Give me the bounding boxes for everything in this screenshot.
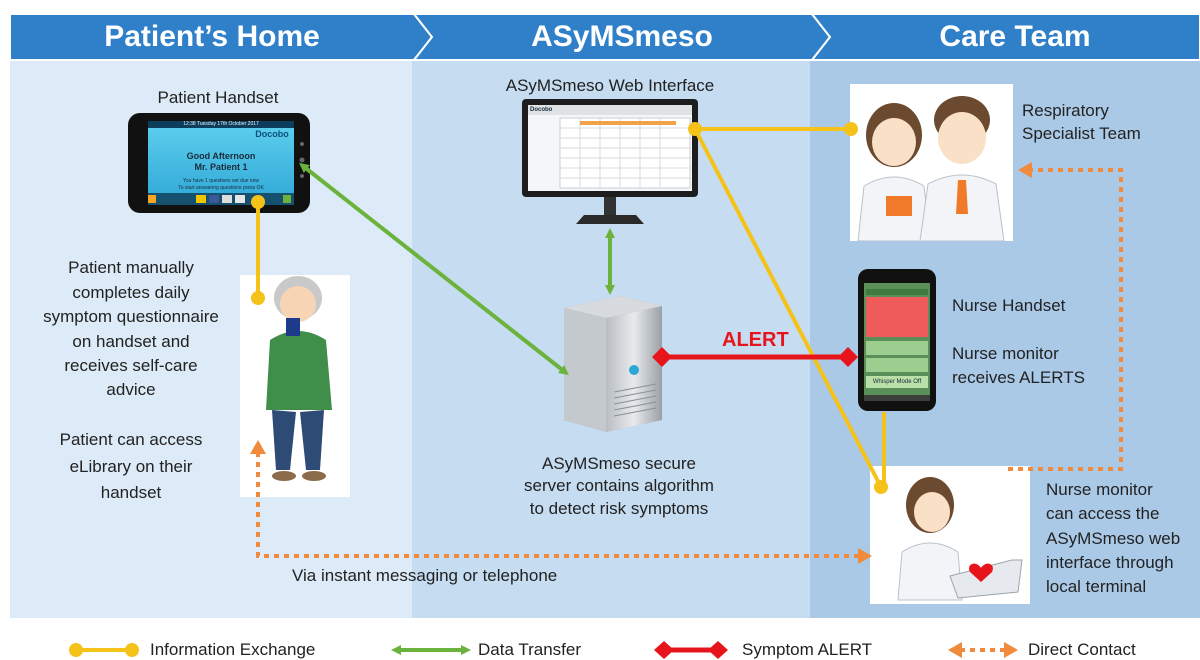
- questionnaire-line: receives self-care: [64, 356, 198, 375]
- secure-server-illustration: [564, 296, 662, 432]
- legend-label-data-transfer: Data Transfer: [478, 640, 581, 659]
- legend: [69, 641, 1018, 659]
- patient-screen-brand: Docobo: [255, 129, 289, 139]
- patient-screen-name: Mr. Patient 1: [194, 162, 248, 172]
- questionnaire-line: symptom questionnaire: [43, 307, 219, 326]
- specialist-line: Respiratory: [1022, 101, 1109, 120]
- legend-label-symptom-alert: Symptom ALERT: [742, 640, 873, 659]
- header-care-team: Care Team: [939, 20, 1091, 53]
- direct-contact-connectors: [256, 168, 1123, 558]
- web-interface-title: ASyMSmeso Web Interface: [505, 76, 715, 95]
- patient-screen-hint-1: You have 1 questions set due now: [183, 178, 259, 184]
- elibrary-line: eLibrary on their: [69, 457, 193, 476]
- legend-label-direct-contact: Direct Contact: [1028, 640, 1136, 659]
- monitor-brand: Docobo: [530, 107, 553, 113]
- terminal-line: local terminal: [1046, 577, 1147, 596]
- elibrary-line: Patient can access: [59, 430, 203, 449]
- information-exchange-connectors: [251, 122, 888, 494]
- legend-label-information-exchange: Information Exchange: [150, 640, 316, 659]
- questionnaire-line: completes daily: [72, 283, 190, 302]
- header-patients-home: Patient’s Home: [104, 20, 320, 53]
- questionnaire-line: Patient manually: [68, 258, 194, 277]
- header-asymsmeso: ASyMSmeso: [531, 20, 713, 53]
- elibrary-line: handset: [100, 483, 162, 502]
- terminal-line: Nurse monitor: [1046, 480, 1153, 499]
- terminal-line: interface through: [1046, 553, 1174, 572]
- symptom-alert-connector: [652, 347, 858, 367]
- nurse-screen-whisper: Whisper Mode Off: [872, 379, 922, 385]
- data-transfer-connectors: [299, 162, 615, 376]
- direct-contact-arrowheads: [250, 162, 1032, 564]
- specialist-team-illustration: [850, 84, 1013, 242]
- nurse-handset-title: Nurse Handset: [952, 296, 1066, 315]
- header-chevron-care: [809, 13, 1200, 61]
- questionnaire-line: advice: [106, 380, 156, 399]
- alert-label: ALERT: [722, 329, 789, 351]
- nurse-alert-line: Nurse monitor: [952, 344, 1059, 363]
- patient-screen-status-bar: 12:38 Tuesday 17th October 2017: [183, 121, 259, 127]
- terminal-line: can access the: [1046, 504, 1160, 523]
- terminal-line: ASyMSmeso web: [1046, 529, 1181, 548]
- nurse-terminal-illustration: [870, 466, 1030, 604]
- nurse-handset-phone: [858, 269, 936, 411]
- via-contact-text: Via instant messaging or telephone: [292, 566, 558, 585]
- patient-screen-greeting: Good Afternoon: [186, 151, 256, 161]
- questionnaire-line: on handset and: [72, 332, 190, 351]
- patient-screen-hint-2: To start answering questions press OK: [178, 185, 264, 191]
- server-line: to detect risk symptoms: [529, 499, 709, 518]
- nurse-alert-line: receives ALERTS: [952, 368, 1085, 387]
- server-line: server contains algorithm: [524, 476, 714, 495]
- specialist-line: Specialist Team: [1022, 124, 1141, 143]
- server-line: ASyMSmeso secure: [542, 454, 696, 473]
- patient-handset-title: Patient Handset: [157, 88, 279, 107]
